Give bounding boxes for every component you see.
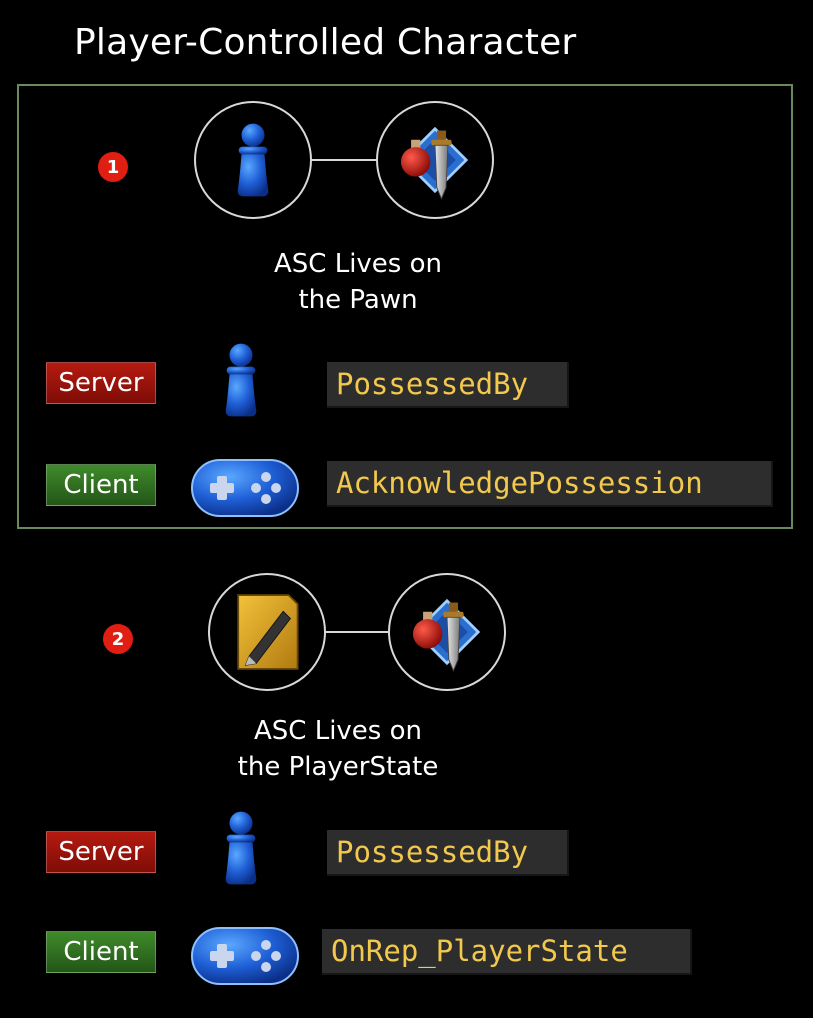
function-name: OnRep_PlayerState bbox=[322, 929, 692, 975]
ability-system-icon bbox=[401, 586, 493, 678]
caption-line: the Pawn bbox=[298, 285, 418, 315]
section-1-frame bbox=[17, 84, 793, 529]
pawn-icon bbox=[218, 338, 264, 422]
function-name: PossessedBy bbox=[327, 830, 569, 876]
playerstate-note-icon bbox=[231, 591, 303, 673]
caption-line: the PlayerState bbox=[237, 752, 439, 782]
ability-system-circle bbox=[388, 573, 506, 691]
section-caption: ASC Lives on the Pawn bbox=[238, 246, 478, 318]
section-number-badge: 2 bbox=[103, 624, 133, 654]
gamepad-icon bbox=[190, 926, 300, 986]
playerstate-circle bbox=[208, 573, 326, 691]
client-tag: Client bbox=[46, 464, 156, 506]
ability-system-icon bbox=[389, 114, 481, 206]
ability-system-circle bbox=[376, 101, 494, 219]
client-tag: Client bbox=[46, 931, 156, 973]
section-number-badge: 1 bbox=[98, 152, 128, 182]
pawn-icon bbox=[230, 121, 276, 199]
pawn-circle bbox=[194, 101, 312, 219]
gamepad-icon bbox=[190, 458, 300, 518]
function-name: PossessedBy bbox=[327, 362, 569, 408]
caption-line: ASC Lives on bbox=[254, 716, 422, 746]
pawn-icon bbox=[218, 806, 264, 890]
caption-line: ASC Lives on bbox=[274, 249, 442, 279]
connector-line bbox=[326, 631, 388, 633]
server-tag: Server bbox=[46, 362, 156, 404]
section-caption: ASC Lives on the PlayerState bbox=[218, 713, 458, 785]
page-title: Player-Controlled Character bbox=[74, 22, 577, 63]
connector-line bbox=[312, 159, 376, 161]
function-name: AcknowledgePossession bbox=[327, 461, 773, 507]
server-tag: Server bbox=[46, 831, 156, 873]
